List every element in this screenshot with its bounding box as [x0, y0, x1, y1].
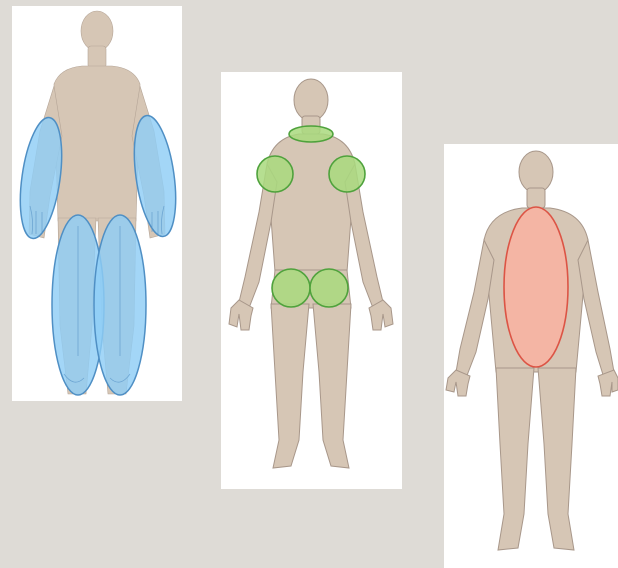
torso: [267, 134, 355, 272]
head: [519, 151, 553, 193]
right-arm-shape: [578, 240, 614, 378]
head: [81, 11, 113, 51]
head: [294, 79, 328, 121]
left-leg-shape: [496, 368, 534, 550]
peripheral-distribution-panel: [12, 6, 182, 401]
proximal-distribution-panel: [221, 72, 402, 489]
torso: [54, 66, 140, 221]
right-leg-shape: [313, 304, 351, 468]
neck-highlight: [289, 126, 333, 142]
left-leg-shape: [271, 304, 309, 468]
right-hip-highlight: [310, 269, 348, 307]
left-hip-highlight: [272, 269, 310, 307]
right-hand: [598, 370, 618, 396]
trunk-highlight: [504, 207, 568, 367]
body-diagram-peripheral: [12, 6, 182, 401]
left-shoulder-highlight: [257, 156, 293, 192]
truncal-distribution-panel: [444, 144, 618, 568]
right-shoulder-highlight: [329, 156, 365, 192]
left-arm-shape: [456, 240, 494, 378]
neck: [88, 46, 106, 68]
right-leg-shape: [538, 368, 576, 550]
body-diagram-truncal: [444, 144, 618, 568]
body-diagram-proximal: [221, 72, 402, 489]
neck: [527, 188, 545, 208]
